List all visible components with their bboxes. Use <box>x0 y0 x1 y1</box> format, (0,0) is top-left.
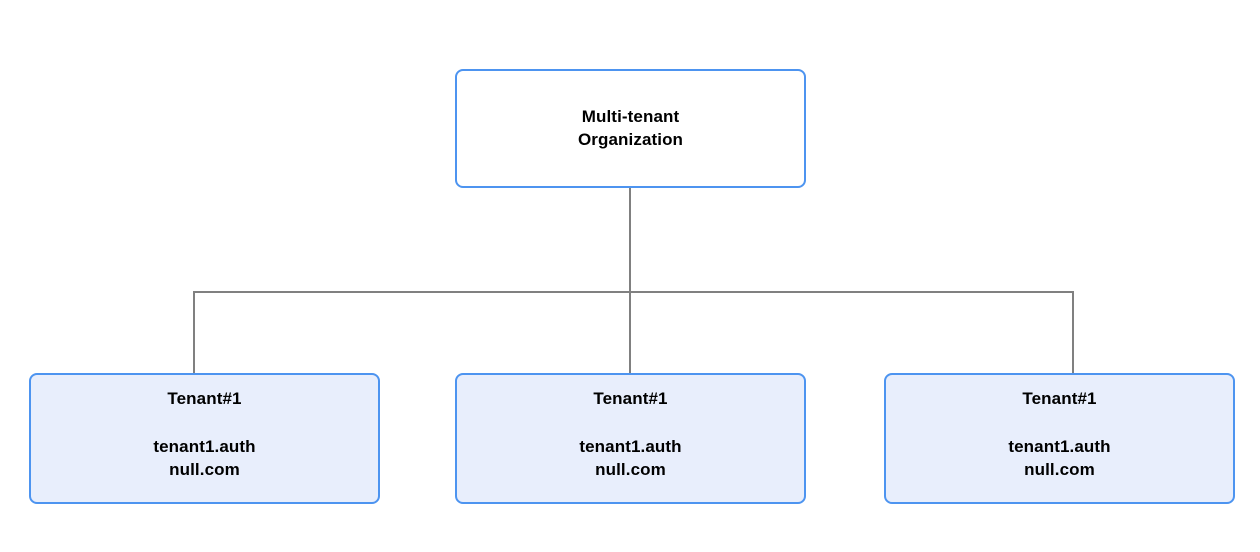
node-multi-tenant-organization[interactable]: Multi-tenant Organization <box>455 69 806 188</box>
node-title: Tenant#1 <box>1022 389 1097 408</box>
node-subtitle-domain: tenant1.auth null.com <box>1008 437 1111 479</box>
node-title: Multi-tenant Organization <box>577 106 684 149</box>
edge-horizontal-bus <box>193 291 1074 293</box>
node-title: Tenant#1 <box>593 389 668 408</box>
node-title: Tenant#1 <box>167 389 242 408</box>
edge-root-trunk <box>629 188 631 373</box>
edge-drop-tenant-3 <box>1072 291 1074 373</box>
edge-drop-tenant-1 <box>193 291 195 373</box>
node-tenant-3[interactable]: Tenant#1 tenant1.auth null.com <box>884 373 1235 504</box>
node-tenant-1[interactable]: Tenant#1 tenant1.auth null.com <box>29 373 380 504</box>
node-subtitle-domain: tenant1.auth null.com <box>579 437 682 479</box>
node-tenant-2[interactable]: Tenant#1 tenant1.auth null.com <box>455 373 806 504</box>
node-subtitle-domain: tenant1.auth null.com <box>153 437 256 479</box>
